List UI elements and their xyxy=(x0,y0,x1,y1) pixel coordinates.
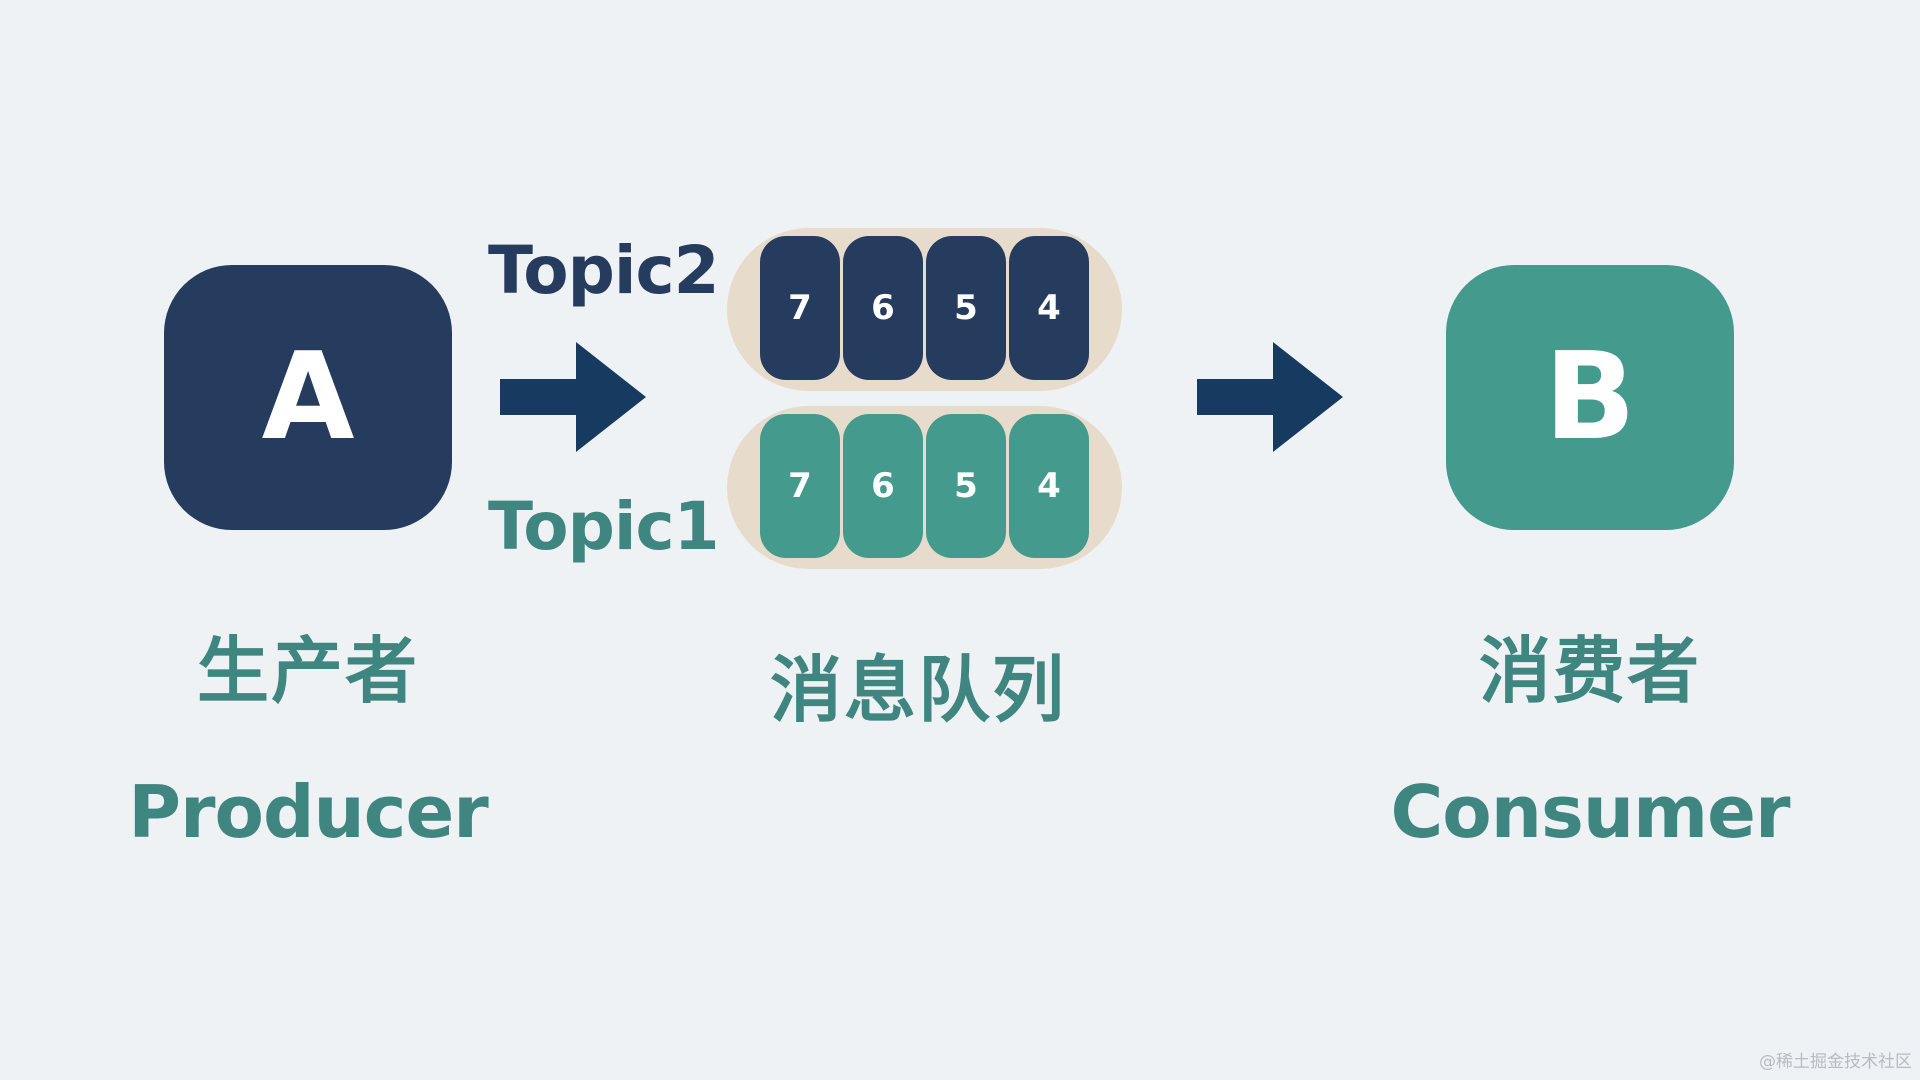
message-cell: 6 xyxy=(843,236,923,380)
arrow-right-icon xyxy=(1197,342,1343,452)
message-cell: 4 xyxy=(1009,236,1089,380)
producer-label-en: Producer xyxy=(128,770,489,854)
topic2-label: Topic2 xyxy=(488,232,720,309)
watermark: @稀土掘金技术社区 xyxy=(1759,1052,1912,1072)
producer-node: A xyxy=(164,265,452,530)
arrow-right-icon xyxy=(500,342,646,452)
producer-label-cn: 生产者 xyxy=(196,629,419,713)
message-cell: 4 xyxy=(1009,414,1089,558)
consumer-node: B xyxy=(1446,265,1734,530)
consumer-label-cn: 消费者 xyxy=(1478,629,1701,713)
consumer-label-en: Consumer xyxy=(1390,770,1790,854)
queue-label-cn: 消息队列 xyxy=(769,648,1066,732)
consumer-letter: B xyxy=(1544,327,1636,467)
message-cell: 5 xyxy=(926,236,1006,380)
topic1-queue: 7 6 5 4 xyxy=(727,406,1122,569)
producer-letter: A xyxy=(261,327,355,467)
topic1-label: Topic1 xyxy=(488,488,720,565)
message-cell: 5 xyxy=(926,414,1006,558)
topic2-queue: 7 6 5 4 xyxy=(727,228,1122,391)
message-cell: 7 xyxy=(760,236,840,380)
message-cell: 6 xyxy=(843,414,923,558)
message-cell: 7 xyxy=(760,414,840,558)
